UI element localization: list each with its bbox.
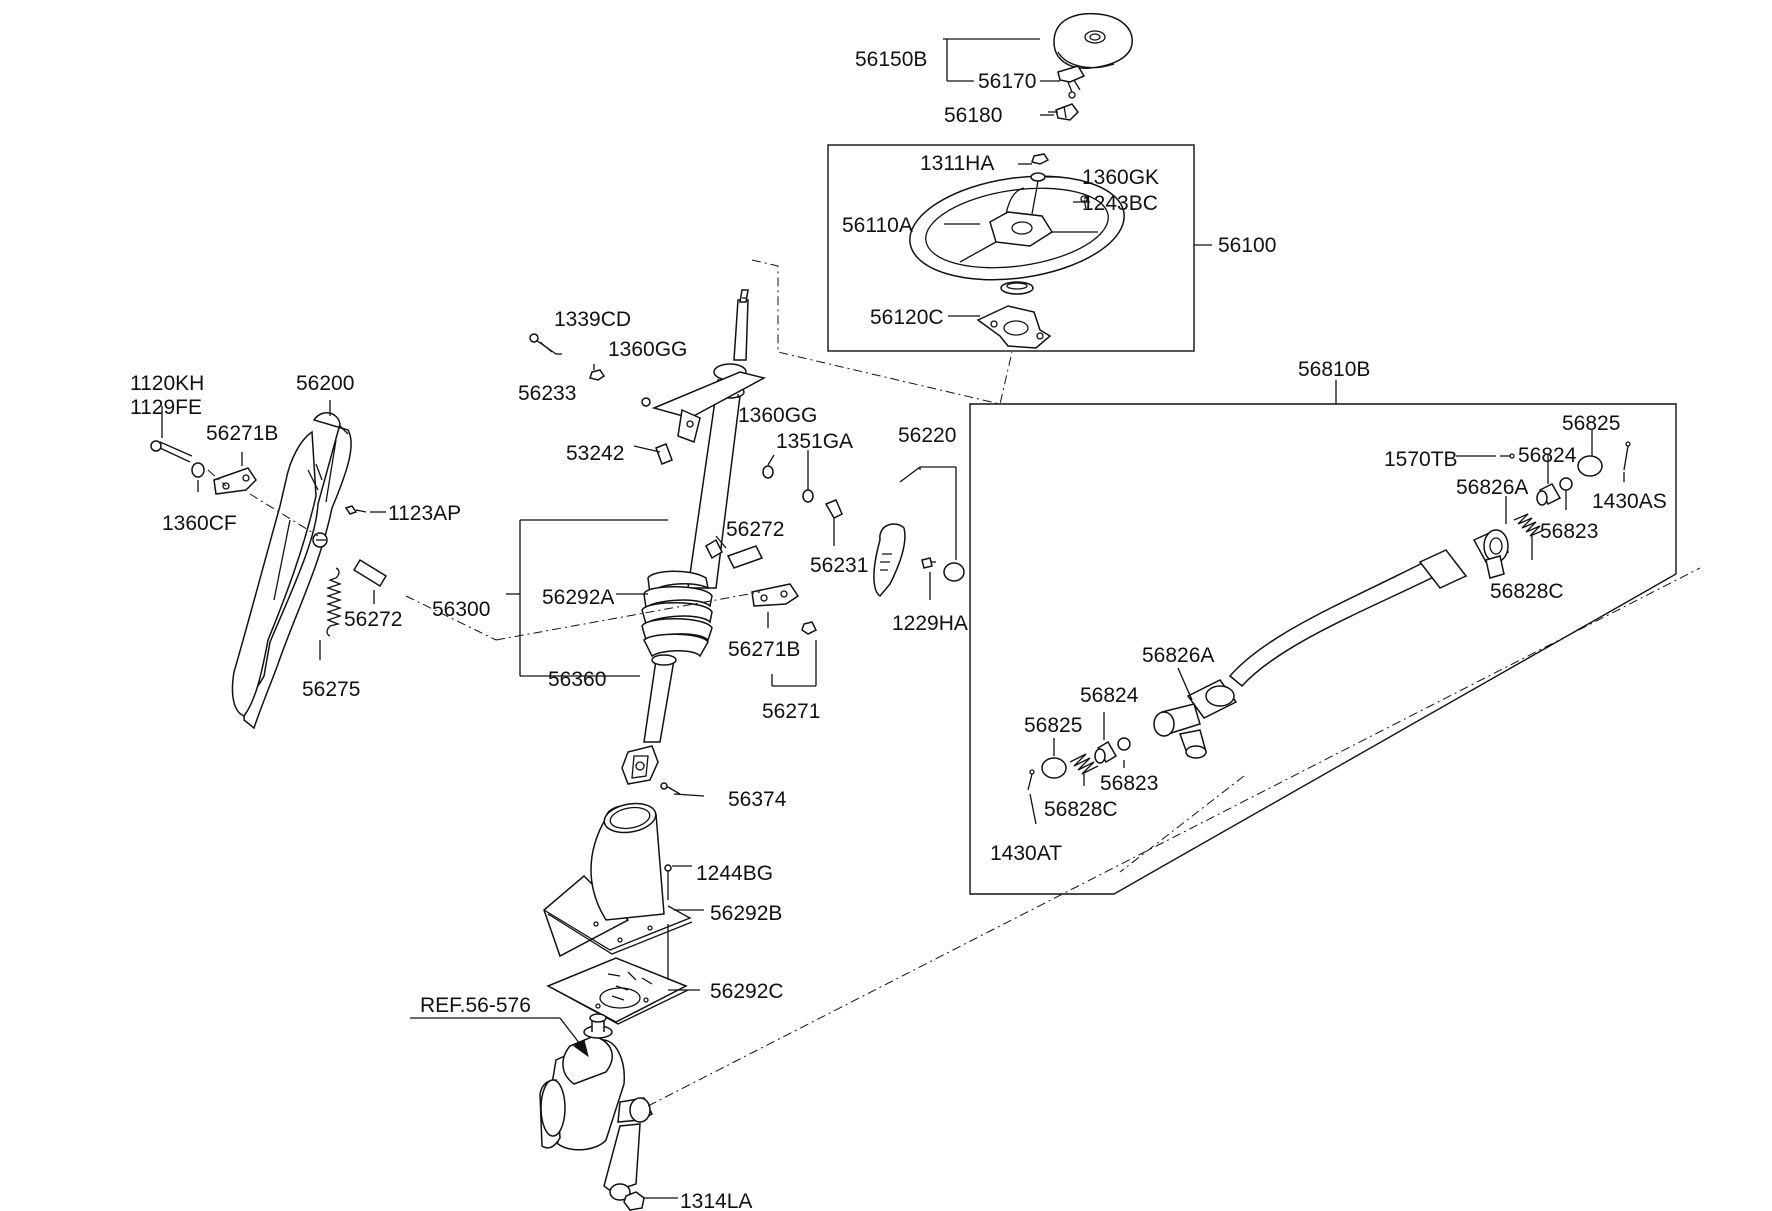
label-56271: 56271 (762, 700, 820, 723)
label-56271B-b: 56271B (206, 422, 278, 445)
label-1244BG: 1244BG (696, 862, 773, 885)
label-56292A: 56292A (542, 586, 614, 609)
label-56110A: 56110A (842, 214, 913, 237)
label-1339CD: 1339CD (554, 308, 631, 331)
label-56292C: 56292C (710, 980, 784, 1003)
shift-plate-56292C (546, 957, 689, 1025)
label-1129FE: 1129FE (130, 396, 202, 419)
label-56233: 56233 (518, 382, 576, 405)
label-1430AT: 1430AT (990, 842, 1062, 865)
label-1229HA: 1229HA (892, 612, 968, 635)
label-56275: 56275 (302, 678, 360, 701)
cable-end-parts (1027, 441, 1631, 791)
label-56826A-b: 56826A (1142, 644, 1214, 667)
label-56825-a: 56825 (1562, 412, 1620, 435)
part-labels: 56150B 56170 56180 1311HA 1360GK 1243BC … (130, 48, 1667, 1211)
label-56231: 56231 (810, 554, 868, 577)
label-1360CF: 1360CF (162, 512, 237, 535)
label-56272-b: 56272 (344, 608, 402, 631)
label-56828C-b: 56828C (1044, 798, 1118, 821)
label-56180: 56180 (944, 104, 1002, 127)
shift-cable-box (969, 403, 1677, 895)
column-hardware (529, 333, 843, 795)
label-56272-a: 56272 (726, 518, 784, 541)
label-56823-b: 56823 (1100, 772, 1158, 795)
wheel-assembly-box (827, 144, 1195, 352)
horn-pad-assembly (1048, 12, 1133, 121)
steering-column (621, 289, 767, 785)
label-56826A-a: 56826A (1456, 476, 1528, 499)
label-56823-a: 56823 (1540, 520, 1598, 543)
label-56120C: 56120C (870, 306, 944, 329)
label-1314LA: 1314LA (680, 1190, 752, 1211)
label-56825-b: 56825 (1024, 714, 1082, 737)
column-boot-56292B (543, 802, 693, 958)
label-1360GK: 1360GK (1082, 166, 1159, 189)
column-bracket-56200 (231, 412, 352, 730)
label-56374: 56374 (728, 788, 787, 811)
left-hardware (150, 440, 388, 588)
label-1570TB: 1570TB (1384, 448, 1458, 471)
label-56824-b: 56824 (1080, 684, 1139, 707)
label-56170: 56170 (978, 70, 1036, 93)
shift-cable-56810B (1153, 529, 1510, 759)
lever-knob-56220 (873, 523, 965, 597)
label-1360GG-b: 1360GG (738, 404, 817, 427)
label-56292B: 56292B (710, 902, 782, 925)
label-1430AS: 1430AS (1592, 490, 1667, 513)
steering-gearbox (539, 1013, 654, 1211)
label-1120KH: 1120KH (130, 372, 204, 395)
label-56200: 56200 (296, 372, 354, 395)
label-56220: 56220 (898, 424, 956, 447)
label-56824-a: 56824 (1518, 444, 1577, 467)
label-1351GA: 1351GA (776, 430, 853, 453)
label-56271B-a: 56271B (728, 638, 800, 661)
label-56300: 56300 (432, 598, 490, 621)
label-56360: 56360 (548, 668, 606, 691)
label-1360GG-a: 1360GG (608, 338, 687, 361)
label-1311HA: 1311HA (920, 152, 994, 175)
label-1123AP: 1123AP (388, 502, 461, 525)
label-1243BC: 1243BC (1082, 192, 1158, 215)
label-53242: 53242 (566, 442, 624, 465)
label-56810B: 56810B (1298, 358, 1370, 381)
label-56828C-a: 56828C (1490, 580, 1564, 603)
steering-wheel (909, 153, 1125, 349)
label-56150B: 56150B (855, 48, 927, 71)
label-ref-56-576: REF.56-576 (420, 994, 531, 1017)
label-56100: 56100 (1218, 234, 1276, 257)
